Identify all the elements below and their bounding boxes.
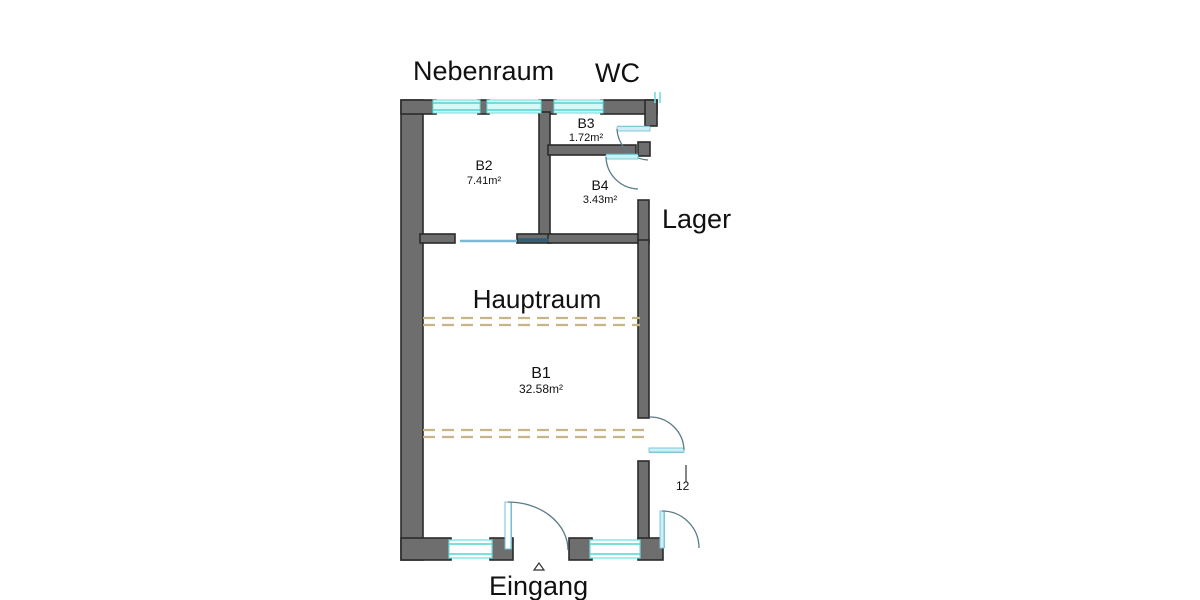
wall-partition-b2-right bbox=[538, 111, 551, 241]
dashed-line-lower bbox=[423, 428, 649, 439]
door-bottom-right-exterior bbox=[659, 510, 700, 549]
window-top-right-edge-mark bbox=[654, 92, 661, 103]
wall-bottom-left-corner bbox=[400, 537, 452, 561]
door-b3-wc bbox=[616, 125, 651, 161]
wall-jamb-b3-door bbox=[637, 141, 651, 157]
dimension-mark-group: 12 bbox=[676, 465, 690, 493]
wall-bottom-right-corner bbox=[637, 537, 664, 561]
wall-right-hauptraum-lower bbox=[637, 460, 650, 547]
window-bottom-left bbox=[448, 539, 493, 559]
window-bottom-right bbox=[589, 539, 641, 559]
room-label-group: Hauptraum B1 32.58m² B2 7.41m² B3 1.72m²… bbox=[467, 115, 618, 396]
door-b4-lager bbox=[605, 153, 639, 190]
wall-exterior-left bbox=[400, 99, 424, 561]
door-group bbox=[460, 125, 700, 551]
wall-window-post-bottom-2 bbox=[568, 537, 593, 561]
wall-right-upper bbox=[637, 199, 650, 244]
door-b2-sliding bbox=[460, 238, 549, 243]
room-area-b1: 32.58m² bbox=[519, 382, 563, 396]
dimension-label-right: 12 bbox=[676, 479, 690, 493]
wall-partition-b3-south bbox=[547, 144, 637, 156]
label-lager: Lager bbox=[662, 204, 731, 234]
room-area-b4: 3.43m² bbox=[583, 194, 618, 206]
wall-exterior-top-left-stub bbox=[400, 99, 437, 115]
room-code-b3: B3 bbox=[577, 115, 594, 131]
window-top-b2-right bbox=[486, 99, 542, 114]
wall-b4-south bbox=[547, 233, 648, 244]
wall-right-hauptraum-upper bbox=[637, 239, 650, 419]
room-code-b1: B1 bbox=[531, 365, 551, 382]
dashed-line-upper bbox=[423, 316, 640, 327]
door-hauptraum-right bbox=[648, 416, 685, 454]
window-group bbox=[432, 92, 661, 559]
room-area-b3: 1.72m² bbox=[569, 132, 604, 144]
label-wc: WC bbox=[595, 58, 640, 88]
room-area-b2: 7.41m² bbox=[467, 175, 502, 187]
wall-b2-south-left-stub bbox=[419, 233, 456, 244]
dashed-line-group bbox=[423, 316, 649, 439]
room-code-b2: B2 bbox=[475, 157, 492, 173]
entrance-triangle-marker bbox=[532, 561, 546, 571]
wall-group bbox=[400, 99, 664, 561]
room-title-hauptraum: Hauptraum bbox=[473, 284, 602, 314]
window-top-b3 bbox=[553, 99, 604, 114]
label-eingang: Eingang bbox=[489, 571, 588, 600]
room-code-b4: B4 bbox=[591, 177, 608, 193]
wall-exterior-top-right-corner bbox=[644, 99, 658, 127]
window-top-b2-left bbox=[432, 99, 481, 114]
label-nebenraum: Nebenraum bbox=[413, 56, 554, 86]
door-entrance-eingang bbox=[504, 501, 569, 551]
exterior-label-group: Nebenraum WC Lager Eingang bbox=[413, 56, 731, 600]
